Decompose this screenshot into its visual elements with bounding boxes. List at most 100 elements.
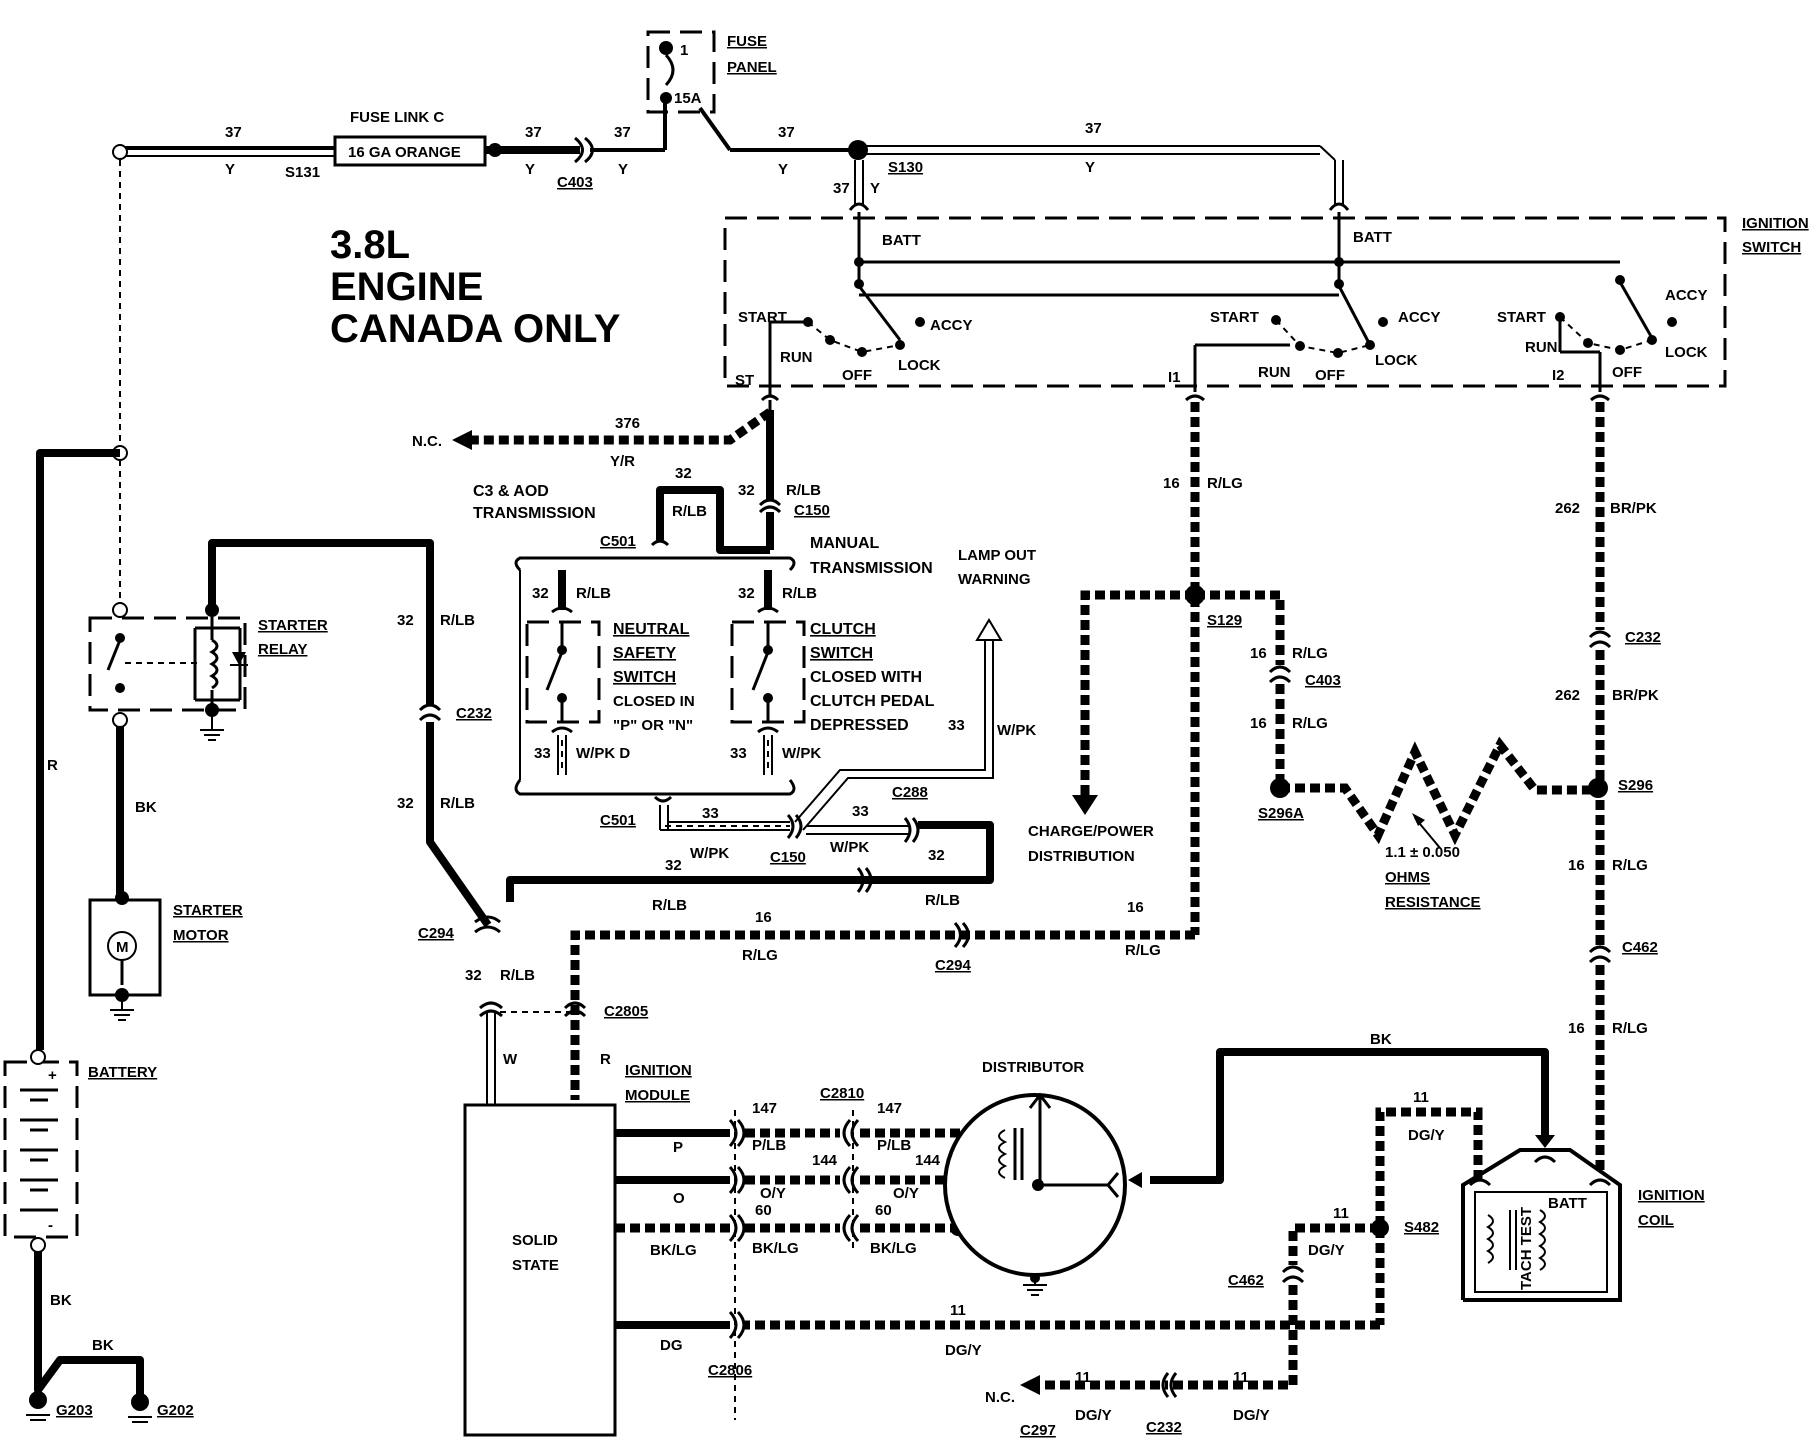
ground-g202: G202	[157, 1402, 194, 1419]
wire-376-yr	[452, 394, 780, 450]
svg-text:Y: Y	[870, 180, 880, 197]
wire-bk-coil	[1150, 1048, 1549, 1184]
distributor-leads	[615, 1110, 966, 1420]
conn-s130: S130	[888, 159, 923, 176]
svg-text:376: 376	[615, 415, 640, 432]
svg-text:R/LG: R/LG	[1292, 645, 1328, 662]
connector-c403-top	[574, 136, 584, 164]
conn-c501-top: C501	[600, 533, 636, 550]
svg-text:BK: BK	[92, 1337, 114, 1354]
svg-text:33: 33	[534, 745, 551, 762]
svg-text:33: 33	[948, 717, 965, 734]
starter-relay	[88, 602, 248, 741]
nc-label-top: N.C.	[412, 433, 442, 450]
svg-text:R/LB: R/LB	[576, 585, 611, 602]
starter-motor: M	[88, 891, 162, 1021]
svg-text:16: 16	[1568, 857, 1585, 874]
svg-text:+: +	[48, 1067, 57, 1084]
svg-text:P/LB: P/LB	[877, 1137, 911, 1154]
conn-c232-left: C232	[456, 705, 492, 722]
svg-text:R/LG: R/LG	[742, 947, 778, 964]
svg-text:R/LB: R/LB	[786, 482, 821, 499]
svg-text:32: 32	[738, 585, 755, 602]
svg-text:START: START	[738, 309, 787, 326]
svg-text:1: 1	[680, 42, 688, 59]
svg-text:BK: BK	[50, 1292, 72, 1309]
svg-text:R/LG: R/LG	[1612, 857, 1648, 874]
svg-text:MANUAL: MANUAL	[810, 535, 880, 552]
svg-text:STATE: STATE	[512, 1257, 559, 1274]
svg-text:OHMS: OHMS	[1385, 869, 1430, 886]
svg-text:R/LB: R/LB	[440, 795, 475, 812]
wire-33-wpk	[653, 618, 1003, 893]
svg-text:16: 16	[1163, 475, 1180, 492]
svg-text:32: 32	[465, 967, 482, 984]
conn-s131: S131	[285, 164, 320, 181]
svg-text:16: 16	[755, 909, 772, 926]
wire-11-dgy	[745, 1107, 1483, 1398]
connector-c150	[758, 498, 782, 507]
title-line2: ENGINE	[330, 265, 483, 309]
svg-text:RUN: RUN	[1258, 364, 1291, 381]
svg-text:Y: Y	[225, 161, 235, 178]
svg-text:SWITCH: SWITCH	[810, 645, 873, 662]
svg-text:32: 32	[665, 857, 682, 874]
ground-g203: G203	[56, 1402, 93, 1419]
svg-text:BATT: BATT	[1548, 1195, 1587, 1212]
svg-text:262: 262	[1555, 500, 1580, 517]
conn-s129: S129	[1207, 612, 1242, 629]
ignition-switch-label2: SWITCH	[1742, 239, 1801, 256]
svg-text:R/LB: R/LB	[652, 897, 687, 914]
wire-bk-ground	[34, 1252, 144, 1400]
svg-text:Y/R: Y/R	[610, 453, 635, 470]
svg-text:ACCY: ACCY	[930, 317, 973, 334]
svg-text:-: -	[48, 1217, 53, 1234]
svg-text:TRANSMISSION: TRANSMISSION	[810, 560, 933, 577]
svg-text:BK/LG: BK/LG	[870, 1240, 917, 1257]
svg-text:Y: Y	[778, 161, 788, 178]
svg-text:147: 147	[752, 1100, 777, 1117]
conn-c403-top: C403	[557, 174, 593, 191]
svg-text:R/LG: R/LG	[1125, 942, 1161, 959]
svg-text:32: 32	[738, 482, 755, 499]
svg-text:37: 37	[778, 124, 795, 141]
svg-text:NEUTRAL: NEUTRAL	[613, 621, 690, 638]
wire-262-brpk	[1588, 394, 1612, 1170]
conn-s296a: S296A	[1258, 805, 1304, 822]
svg-text:R: R	[600, 1051, 611, 1068]
svg-text:LOCK: LOCK	[898, 357, 941, 374]
svg-text:R/LB: R/LB	[500, 967, 535, 984]
fuse-panel-label1: FUSE	[727, 33, 767, 50]
svg-text:CLUTCH PEDAL: CLUTCH PEDAL	[810, 693, 935, 710]
svg-text:BR/PK: BR/PK	[1612, 687, 1659, 704]
svg-text:DG: DG	[660, 1337, 683, 1354]
conn-c403-mid: C403	[1305, 672, 1341, 689]
connector-c501-top	[650, 539, 670, 547]
svg-text:W/PK: W/PK	[690, 845, 729, 862]
distributor-label: DISTRIBUTOR	[982, 1059, 1084, 1076]
starter-motor-label1: STARTER	[173, 902, 243, 919]
svg-text:SOLID: SOLID	[512, 1232, 558, 1249]
conn-s296: S296	[1618, 777, 1653, 794]
svg-text:START: START	[1210, 309, 1259, 326]
svg-text:37: 37	[833, 180, 850, 197]
svg-text:16: 16	[1127, 899, 1144, 916]
svg-text:BK: BK	[1370, 1031, 1392, 1048]
svg-text:R/LB: R/LB	[440, 612, 475, 629]
tach-test-label: TACH TEST	[1518, 1207, 1535, 1290]
svg-text:1.1 ± 0.050: 1.1 ± 0.050	[1385, 844, 1460, 861]
svg-text:W/PK: W/PK	[830, 839, 869, 856]
svg-text:W: W	[503, 1051, 518, 1068]
svg-text:LOCK: LOCK	[1665, 344, 1708, 361]
svg-text:DG/Y: DG/Y	[1233, 1407, 1270, 1424]
svg-text:I2: I2	[1552, 367, 1565, 384]
svg-text:Y: Y	[1085, 159, 1095, 176]
svg-text:O/Y: O/Y	[760, 1185, 786, 1202]
conn-c294-left: C294	[418, 925, 455, 942]
svg-text:LOCK: LOCK	[1375, 352, 1418, 369]
svg-text:W/PK: W/PK	[997, 722, 1036, 739]
svg-text:32: 32	[397, 795, 414, 812]
svg-text:DG/Y: DG/Y	[945, 1342, 982, 1359]
title-line1: 3.8L	[330, 223, 410, 267]
svg-text:11: 11	[1233, 1369, 1249, 1386]
